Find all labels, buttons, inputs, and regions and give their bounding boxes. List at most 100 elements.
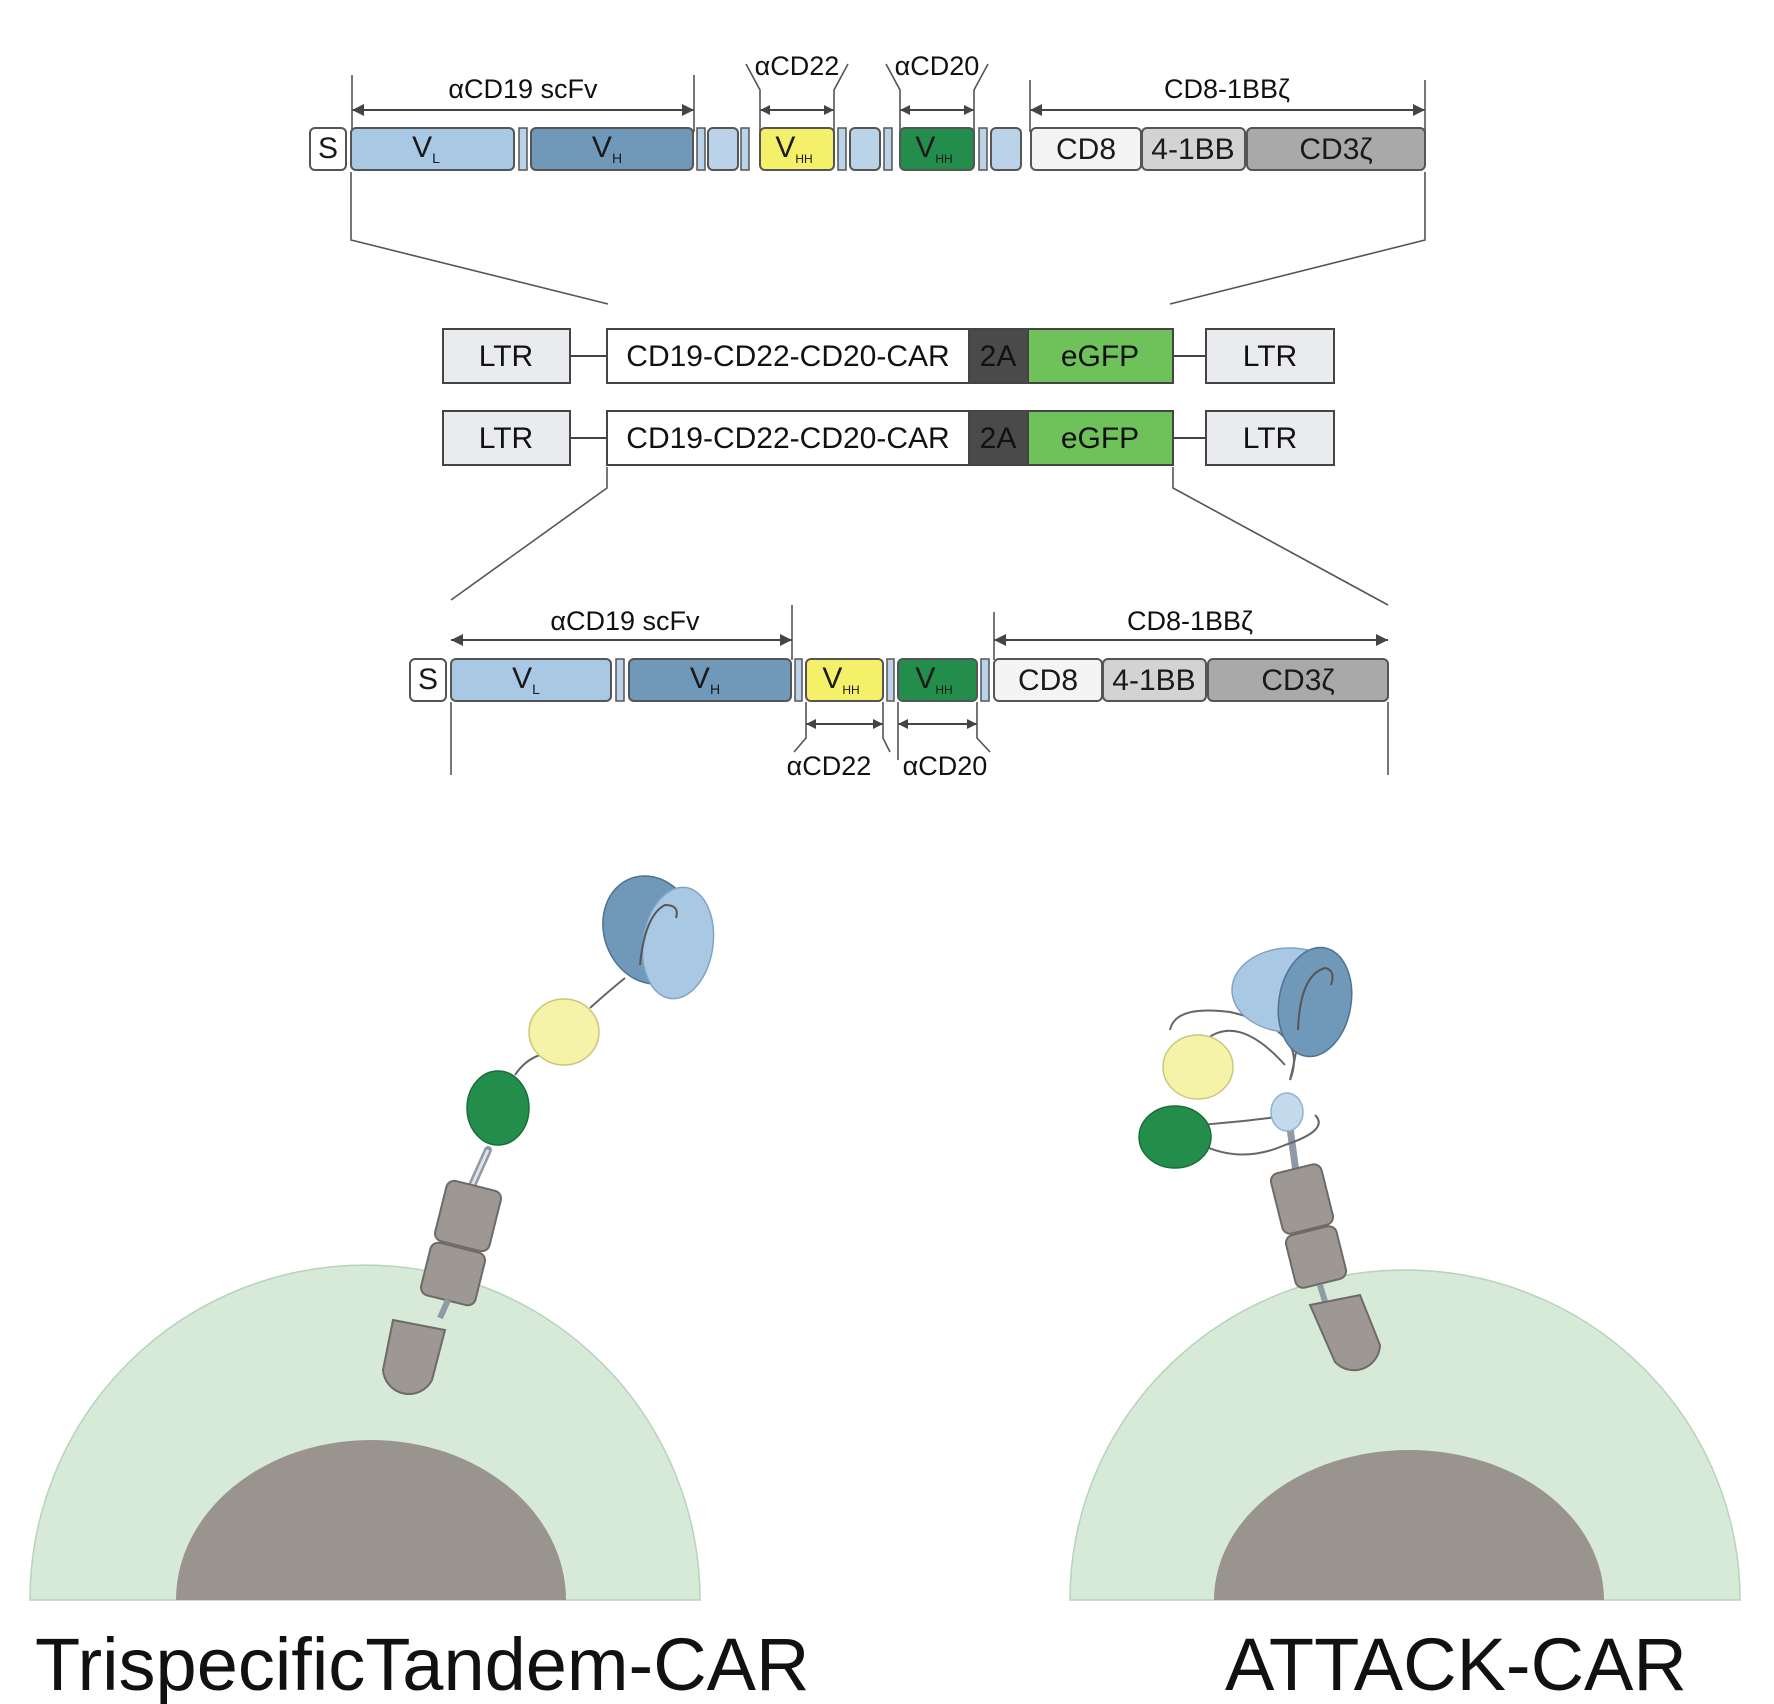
attack-tether xyxy=(1197,1114,1320,1156)
attack-tether xyxy=(1169,1009,1295,1081)
bottom-cd22-tick-right xyxy=(882,702,891,753)
attack-vhh-cd22 xyxy=(1162,1034,1234,1100)
cd20-tick-right xyxy=(973,63,989,132)
top-4-1bb-domain xyxy=(1141,127,1246,171)
top-cd3z-domain xyxy=(1246,127,1426,171)
top-vhh-cd22-domain xyxy=(759,127,835,171)
arrowhead xyxy=(1376,634,1388,646)
cd20-tick-left xyxy=(885,63,901,132)
arrowhead xyxy=(994,634,1006,646)
top-spacer xyxy=(849,127,881,171)
bottom-vl-label: VL xyxy=(512,662,540,697)
bottom-4-1bb-label: 4-1BB xyxy=(1112,664,1195,697)
vector-1: LTR CD19-CD22-CD20-CAR 2A eGFP LTR xyxy=(442,328,1335,384)
top-linker xyxy=(696,127,706,171)
bottom-vhh-cd20-label: VHH xyxy=(915,662,952,697)
attack-4-1bb-domain xyxy=(1284,1225,1348,1289)
t-cell-nucleus xyxy=(1214,1450,1604,1600)
top-connector-left xyxy=(350,172,609,305)
vector-egfp-label: eGFP xyxy=(1061,340,1139,373)
vector-ltr-right xyxy=(1205,410,1335,466)
vector-2a-label: 2A xyxy=(980,422,1017,455)
top-cd8-label: CD8 xyxy=(1056,133,1116,166)
t-cell-nucleus xyxy=(176,1440,566,1600)
top-construct: αCD19 scFv αCD22 αCD20 CD8-1BBζ S VL VH … xyxy=(309,51,1426,305)
vector-ltr-right-label: LTR xyxy=(1243,340,1297,373)
vector-ltr-left-label: LTR xyxy=(479,340,533,373)
tandem-linker xyxy=(437,1298,451,1320)
bottom-cd8-label: CD8 xyxy=(1018,664,1078,697)
tandem-car-cell: TrispecificTandem-CAR xyxy=(29,875,809,1704)
bottom-linker xyxy=(794,658,803,702)
bottom-signal-label: S xyxy=(418,663,438,696)
vector-ltr-right xyxy=(1205,328,1335,384)
bottom-vh-label: VH xyxy=(690,662,720,697)
vector-ltr-left xyxy=(442,328,571,384)
tandem-scfv-linker xyxy=(639,903,678,966)
attack-hub-domain xyxy=(1270,1092,1304,1132)
arrowhead xyxy=(451,634,463,646)
arrowhead xyxy=(1413,104,1425,116)
top-connector-right xyxy=(1169,172,1426,305)
vector-ltr-right-label: LTR xyxy=(1243,422,1297,455)
bottom-cd22-tick-left xyxy=(793,702,807,753)
attack-cd3z-domain xyxy=(1308,1293,1382,1372)
bottom-cd20-tick-right xyxy=(976,702,991,753)
bottom-scfv-label: αCD19 scFv xyxy=(550,606,700,636)
bottom-sig-label: CD8-1BBζ xyxy=(1127,606,1253,636)
top-signal-label: S xyxy=(318,132,338,165)
top-spacer xyxy=(707,127,739,171)
arrowhead xyxy=(1030,104,1042,116)
tandem-car-title: TrispecificTandem-CAR xyxy=(35,1623,809,1704)
vector-car-label: CD19-CD22-CD20-CAR xyxy=(626,340,949,373)
attack-car-title: ATTACK-CAR xyxy=(1225,1623,1687,1704)
bottom-connector-right xyxy=(1172,467,1389,606)
bottom-vhh-cd22-domain xyxy=(805,658,884,702)
vector-2a-box xyxy=(968,328,1029,384)
tandem-scfv-vl xyxy=(641,886,715,1000)
tandem-linker xyxy=(589,977,626,1009)
bottom-connector-left xyxy=(450,467,608,601)
bottom-vhh-cd22-label: VHH xyxy=(822,662,859,697)
vector-ltr-left xyxy=(442,410,571,466)
bottom-cd22-label: αCD22 xyxy=(787,751,872,781)
top-cd22-label: αCD22 xyxy=(755,51,840,81)
top-vhh-cd20-label: VHH xyxy=(915,131,952,166)
vector-egfp-label: eGFP xyxy=(1061,422,1139,455)
bottom-4-1bb-domain xyxy=(1102,658,1207,702)
bottom-construct: αCD19 scFv CD8-1BBζ S VL VH VHH VHH CD8 … xyxy=(409,467,1389,781)
arrowhead xyxy=(898,719,908,729)
attack-vhh-cd20 xyxy=(1138,1105,1212,1169)
bottom-linker xyxy=(886,658,895,702)
bottom-cd3z-label: CD3ζ xyxy=(1261,664,1334,697)
top-linker xyxy=(978,127,988,171)
top-linker xyxy=(518,127,528,171)
arrowhead xyxy=(682,104,694,116)
top-signal-peptide xyxy=(309,127,347,171)
cd22-tick-left xyxy=(745,63,761,132)
top-vl-label: VL xyxy=(412,131,440,166)
vector-2: LTR CD19-CD22-CD20-CAR 2A eGFP LTR xyxy=(442,410,1335,466)
arrowhead xyxy=(806,719,816,729)
top-sig-label: CD8-1BBζ xyxy=(1164,74,1290,104)
top-vh-label: VH xyxy=(592,131,622,166)
attack-cd8-tm-domain xyxy=(1269,1163,1335,1235)
arrowhead xyxy=(967,719,977,729)
vector-car-box xyxy=(606,410,970,466)
top-vh-domain xyxy=(530,127,694,171)
bottom-signal-peptide xyxy=(409,658,447,702)
top-vhh-cd22-label: VHH xyxy=(775,131,812,166)
t-cell-body xyxy=(1069,1269,1741,1601)
bottom-vhh-cd20-domain xyxy=(897,658,978,702)
top-cd20-label: αCD20 xyxy=(895,51,980,81)
bottom-vl-domain xyxy=(450,658,612,702)
vector-car-label: CD19-CD22-CD20-CAR xyxy=(626,422,949,455)
top-4-1bb-label: 4-1BB xyxy=(1151,133,1234,166)
arrowhead xyxy=(873,719,883,729)
attack-tether xyxy=(1207,1029,1286,1066)
arrowhead xyxy=(964,105,974,115)
arrowhead xyxy=(780,634,792,646)
top-vl-domain xyxy=(350,127,515,171)
bottom-cd3z-domain xyxy=(1207,658,1389,702)
